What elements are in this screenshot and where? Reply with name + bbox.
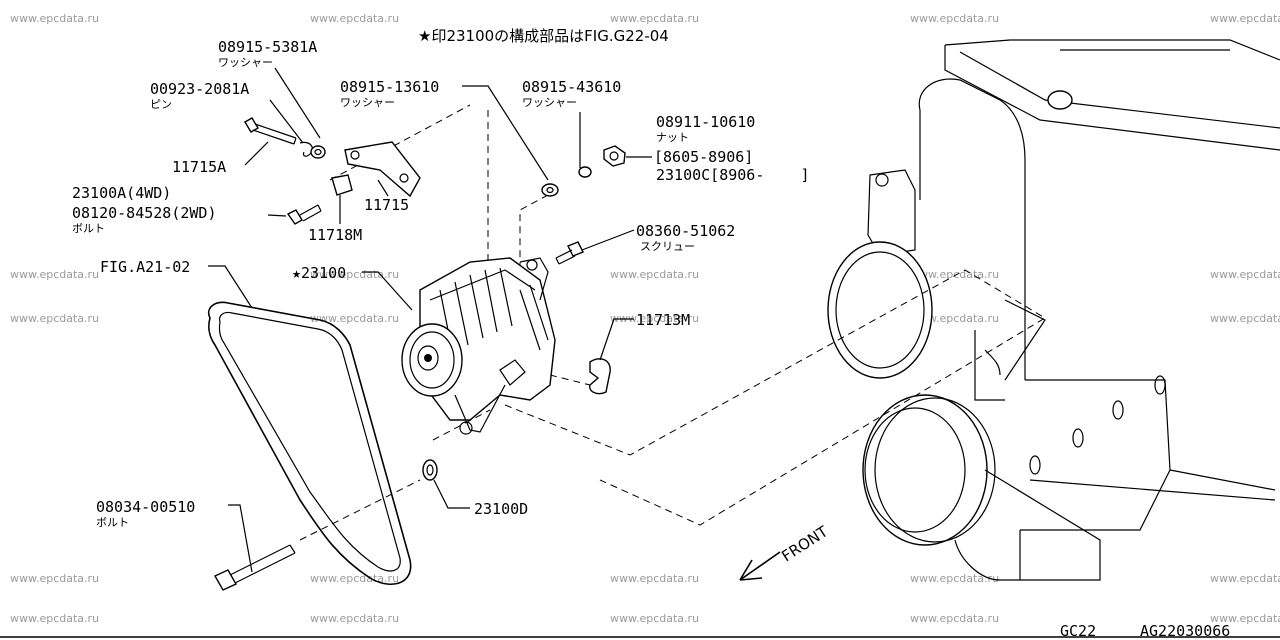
label-p7-code: 23100A(4WD) — [72, 184, 171, 202]
label-p10-desc: スクリュー — [640, 240, 695, 253]
label-p2-code: 00923-2081A — [150, 80, 249, 98]
front-label: FRONT — [778, 522, 831, 565]
label-p1-code: 08915-5381A — [218, 38, 317, 56]
footer-code-left: GC22 — [1060, 622, 1096, 640]
label-p5-code: 08911-10610 — [656, 113, 755, 131]
watermark: www.epcdata.ru — [310, 612, 399, 625]
watermark: www.epcdata.ru — [910, 572, 999, 585]
label-p4-code: 08915-43610 — [522, 78, 621, 96]
label-p12-code: ★23100 — [292, 264, 346, 282]
label-p3-code: 08915-13610 — [340, 78, 439, 96]
watermark: www.epcdata.ru — [10, 572, 99, 585]
watermark: www.epcdata.ru — [910, 612, 999, 625]
small-parts — [214, 117, 626, 591]
watermark: www.epcdata.ru — [610, 612, 699, 625]
watermark: www.epcdata.ru — [310, 12, 399, 25]
watermark: www.epcdata.ru — [610, 572, 699, 585]
front-indicator: FRONT — [739, 522, 832, 581]
label-p6-code: 11715A — [172, 158, 226, 176]
watermark: www.epcdata.ru — [910, 268, 999, 281]
label-p3-desc: ワッシャー — [340, 96, 395, 109]
label-p2-desc: ピン — [150, 98, 172, 111]
label-p4-desc: ワッシャー — [522, 96, 577, 109]
watermark: www.epcdata.ru — [1210, 312, 1280, 325]
header-note: ★印23100の構成部品はFIG.G22-04 — [418, 27, 669, 45]
footer-code-right: AG22030066 — [1140, 622, 1230, 640]
watermark: www.epcdata.ru — [1210, 12, 1280, 25]
watermark: www.epcdata.ru — [610, 268, 699, 281]
label-p7-desc: ボルト — [72, 222, 105, 235]
watermark: www.epcdata.ru — [1210, 612, 1280, 625]
label-p8-code: 11715 — [364, 196, 409, 214]
label-p10-code: 08360-51062 — [636, 222, 735, 240]
fan-belt — [208, 301, 412, 586]
watermark: www.epcdata.ru — [1210, 572, 1280, 585]
label-p11-code: FIG.A21-02 — [100, 258, 190, 276]
label-p5-line2: [8605-8906] — [654, 148, 753, 166]
watermark: www.epcdata.ru — [610, 12, 699, 25]
label-p1-desc: ワッシャー — [218, 56, 273, 69]
label-p5-desc: ナット — [656, 131, 689, 144]
watermark: www.epcdata.ru — [610, 312, 699, 325]
label-p14-code: 08034-00510 — [96, 498, 195, 516]
label-p13-code: 11713M — [636, 311, 690, 329]
watermark: www.epcdata.ru — [10, 612, 99, 625]
leader-lines — [208, 67, 652, 573]
watermark: www.epcdata.ru — [310, 312, 399, 325]
watermark: www.epcdata.ru — [10, 268, 99, 281]
label-p5-line3: 23100C[8906- ] — [656, 166, 810, 184]
watermark: www.epcdata.ru — [910, 12, 999, 25]
watermark: www.epcdata.ru — [310, 268, 399, 281]
label-p9-code: 11718M — [308, 226, 362, 244]
watermark: www.epcdata.ru — [1210, 268, 1280, 281]
label-p7-line2: 08120-84528(2WD) — [72, 204, 217, 222]
watermark: www.epcdata.ru — [10, 12, 99, 25]
engine-block — [827, 39, 1280, 581]
part-labels: 08915-5381A ワッシャー 00923-2081A ピン 08915-1… — [72, 38, 810, 529]
label-p14-desc: ボルト — [96, 516, 129, 529]
front-arrow-icon — [739, 551, 781, 581]
watermark: www.epcdata.ru — [10, 312, 99, 325]
label-p15-code: 23100D — [474, 500, 528, 518]
alternator — [401, 257, 556, 435]
